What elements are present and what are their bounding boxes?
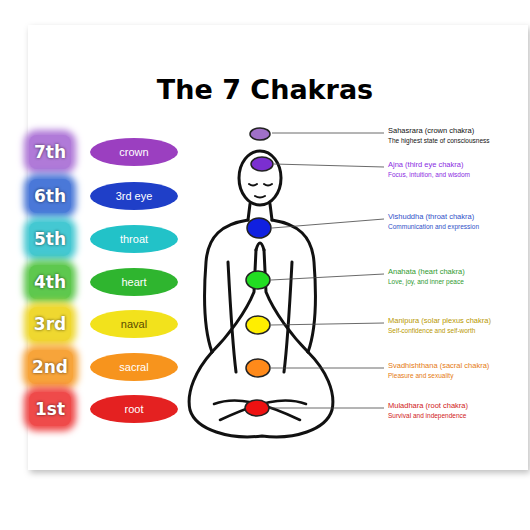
oval-fill [90,310,178,338]
leg-fold [214,401,306,420]
leader-line [270,408,384,409]
meditating-figure [189,151,333,437]
chakra-oval: crown [90,138,178,166]
chakra-dot [246,359,270,377]
leader-line [271,368,384,369]
chakra-dot [251,157,273,171]
number-badge: 7th [29,135,71,169]
chakra-dot [250,128,270,140]
oval-fill [90,395,178,423]
oval-fill [90,353,178,381]
chakra-oval: 3rd eye [90,182,178,210]
left-arm [204,220,248,352]
chakra-title: Vishuddha (throat chakra) [388,213,474,222]
chakra-meaning: Self-confidence and self-worth [388,327,475,334]
chakra-number: 4th [34,272,66,292]
chakra-number: 2nd [32,357,68,377]
chakra-name: 3rd eye [116,190,153,202]
chakra-oval: sacral [90,353,178,381]
chakra-title: Muladhara (root chakra) [388,402,468,411]
chakra-title: Manipura (solar plexus chakra) [388,317,491,326]
chakra-title: Svadhishthana (sacral chakra) [388,362,489,371]
number-badge: 3rd [29,307,71,341]
closed-eyes [249,184,272,186]
chakra-meaning: Pleasure and sexuality [388,372,453,379]
chakra-oval: naval [90,310,178,338]
number-badge: 6th [29,179,71,213]
chakra-number: 7th [34,142,66,162]
torso [228,262,292,372]
chakra-dot [246,271,270,289]
chakra-dot [245,400,269,416]
chakra-title: Anahata (heart chakra) [388,268,465,277]
chakra-name: sacral [119,361,148,373]
leader-line [274,164,384,167]
chakra-oval: heart [90,268,178,296]
oval-fill [90,138,178,166]
number-badge: 5th [29,222,71,256]
leader-line [271,323,384,325]
chakra-meaning: Focus, intuition, and wisdom [388,171,470,178]
number-badge: 1st [29,392,71,426]
number-badge: 4th [29,265,71,299]
title: The 7 Chakras [0,74,530,105]
chakra-name: naval [121,318,147,330]
right-arm [272,220,316,352]
chakra-meaning: Love, joy, and inner peace [388,278,464,285]
mouth [255,196,265,198]
chakra-name: heart [121,276,146,288]
leader-line [271,274,384,280]
oval-fill [90,225,178,253]
praying-hands [256,243,264,250]
chakra-name: throat [120,233,148,245]
oval-fill [90,182,178,210]
leader-lines [270,133,384,408]
chakra-oval: throat [90,225,178,253]
chakra-title: Ajna (third eye chakra) [388,161,463,170]
chakra-dot [247,218,271,238]
head [239,151,281,205]
chakra-name: root [125,403,144,415]
chakra-number: 1st [35,399,65,419]
leader-line [272,219,384,228]
chakra-name: crown [119,146,148,158]
chakra-dot [246,316,270,334]
crossed-legs [189,352,333,437]
chakra-dots [245,128,273,416]
chakra-number: 6th [34,186,66,206]
chakra-oval: root [90,395,178,423]
chakra-number: 5th [34,229,66,249]
chakra-number: 3rd [34,314,66,334]
leader-line [272,133,384,134]
chakra-meaning: Survival and independence [388,412,466,419]
chakra-meaning: The highest state of consciousness [388,137,490,144]
oval-fill [90,268,178,296]
number-badge: 2nd [28,350,73,384]
chakra-meaning: Communication and expression [388,223,479,230]
chakra-title: Sahasrara (crown chakra) [388,127,474,136]
